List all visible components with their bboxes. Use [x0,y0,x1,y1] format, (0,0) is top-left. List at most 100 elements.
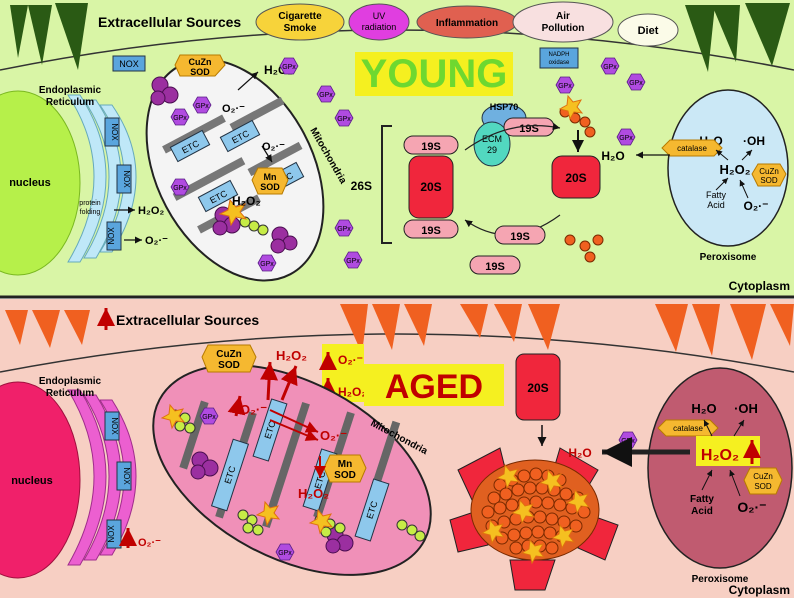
young-nadph-line2: oxidase [549,60,570,66]
aged-extracellular-label: Extracellular Sources [116,312,259,328]
aged-fatty-acid-arrow [701,469,713,491]
svg-text:GPx: GPx [621,438,635,445]
young-sources: Cigarette Smoke UV radiation Inflammatio… [255,1,679,47]
young-perox-o2: O₂·⁻ [744,199,769,213]
source-uv-line1: UV [373,11,386,21]
aged-er-nox: NOX NOX NOX [104,411,132,549]
aged-perox-o2-arrow [729,469,741,497]
source-inflammation: Inflammation [436,18,498,29]
svg-text:19S: 19S [421,225,441,237]
young-nadph-oxidase [539,47,579,69]
young-cyto-h2o: H₂O [601,149,624,163]
svg-text:GPx: GPx [278,550,292,557]
svg-text:NOX: NOX [122,170,131,188]
aged-mito-o2: O₂·⁻ [240,402,267,417]
svg-text:NOX: NOX [110,123,119,141]
svg-text:GPx: GPx [319,92,333,99]
young-perox-o2-arrow [739,179,749,199]
svg-text:NOX: NOX [107,227,116,245]
aged-mito-o2-up [227,395,246,417]
aged-mito-oxidized-proteins [169,409,426,542]
young-fatty-acid-line2: Acid [707,200,725,210]
young-mito-oxidized-proteins [239,216,269,236]
young-mn-sod-line1: Mn [264,172,277,182]
aged-perox-h2o2: H₂O₂ [701,447,739,464]
young-er-h2o2: H₂O₂ [138,205,164,217]
young-peroxisome-label: Peroxisome [700,252,757,263]
young-damage-star [558,94,584,121]
aged-cell-membrane [0,333,794,373]
aged-cuzn-sod-line2: SOD [218,360,240,371]
aged-title: AGED [385,368,483,406]
aged-perox-o2: O₂·⁻ [737,499,766,515]
young-mito-o2: O₂·⁻ [222,103,245,115]
aged-title-highlight [364,364,504,406]
aged-cuzn-sod-line1: CuZn [216,349,242,360]
young-catalase-label: catalase [677,144,707,153]
young-er-o2: O₂·⁻ [145,235,168,247]
young-20s-free [551,155,601,199]
young-nox-membrane-label: NOX [119,59,139,69]
svg-text:GPx: GPx [202,414,216,421]
young-extracellular-spikes [10,3,790,72]
aged-mito-h2o2-top: H₂O₂ [276,348,307,363]
young-26s-label: 26S [351,179,372,193]
young-title-highlight [355,52,513,96]
svg-text:GPx: GPx [619,135,633,142]
aged-aggregates [190,451,354,554]
source-uv-line2: radiation [362,22,397,32]
young-19s-free-bottom-label: 19S [485,261,505,273]
young-nucleus [0,90,81,276]
svg-text:20S: 20S [420,180,441,194]
young-mito-h2o2-arrow [237,71,259,91]
young-nadph-line1: NADPH [548,52,569,58]
young-hsp70-label: HSP70 [490,102,519,112]
svg-text:NOX: NOX [110,417,119,435]
young-cuzn-sod-line2: SOD [190,67,210,77]
aged-fatty-acid-line1: Fatty [690,494,714,505]
young-fatty-acid-line1: Fatty [706,190,727,200]
aged-mito-o2-right: O₂·⁻ [320,428,347,443]
young-mito-o2-right: O₂·⁻ [262,141,285,153]
young-extracellular-label: Extracellular Sources [98,14,241,30]
aged-perox-cuzn-line2: SOD [754,482,772,491]
aged-mn-sod-line2: SOD [334,470,356,481]
aged-panel: Extracellular Sources O₂·⁻ H₂O₂ AGED nuc… [0,299,794,598]
svg-text:GPx: GPx [346,258,360,265]
svg-text:NOX: NOX [122,467,131,485]
aged-20s [515,353,561,421]
young-nox-membrane [112,55,146,72]
aged-cytoplasm-label: Cytoplasm [729,583,790,597]
aged-mn-sod-line1: Mn [338,459,352,470]
svg-text:GPx: GPx [337,116,351,123]
young-proteasome-cycle-top [464,123,561,151]
aged-mito-damage-stars [160,403,334,535]
aged-peroxisome-label: Peroxisome [692,574,749,585]
aged-mito-o2-arrow-1 [269,409,319,433]
young-ecm29-line2: 29 [487,145,497,155]
svg-text:GPx: GPx [173,115,187,122]
aged-extracellular-spikes [5,304,794,360]
young-19s-free-top-label: 19S [519,123,539,135]
young-perox-cuzn-line1: CuZn [759,167,779,176]
young-perox-arrow-oh [741,149,753,161]
young-nucleus-label: nucleus [9,177,51,189]
young-cuzn-sod-line1: CuZn [189,57,212,67]
young-gpx-group: GPx GPx GPx GPx GPx GPx GPx GPx GPx GPx … [170,57,646,272]
aged-protein-aggregate [449,447,619,591]
svg-text:GPx: GPx [195,103,209,110]
aged-perox-cuzn-sod [743,467,783,495]
svg-text:19S: 19S [421,141,441,153]
young-panel: Extracellular Sources Cigarette Smoke UV… [0,0,794,296]
aged-er-o2: O₂·⁻ [138,537,161,549]
aged-er-label-line1: Endoplasmic [39,376,102,387]
source-diet: Diet [638,25,659,37]
svg-text:GPx: GPx [558,83,572,90]
young-perox-arrow-h2o [715,149,729,161]
aged-h2o2-up: H₂O₂ [338,385,367,399]
aged-fatty-acid-line2: Acid [691,506,713,517]
aged-mito-h2o2-arrow-2 [280,365,298,401]
young-er-label-line1: Endoplasmic [39,85,102,96]
